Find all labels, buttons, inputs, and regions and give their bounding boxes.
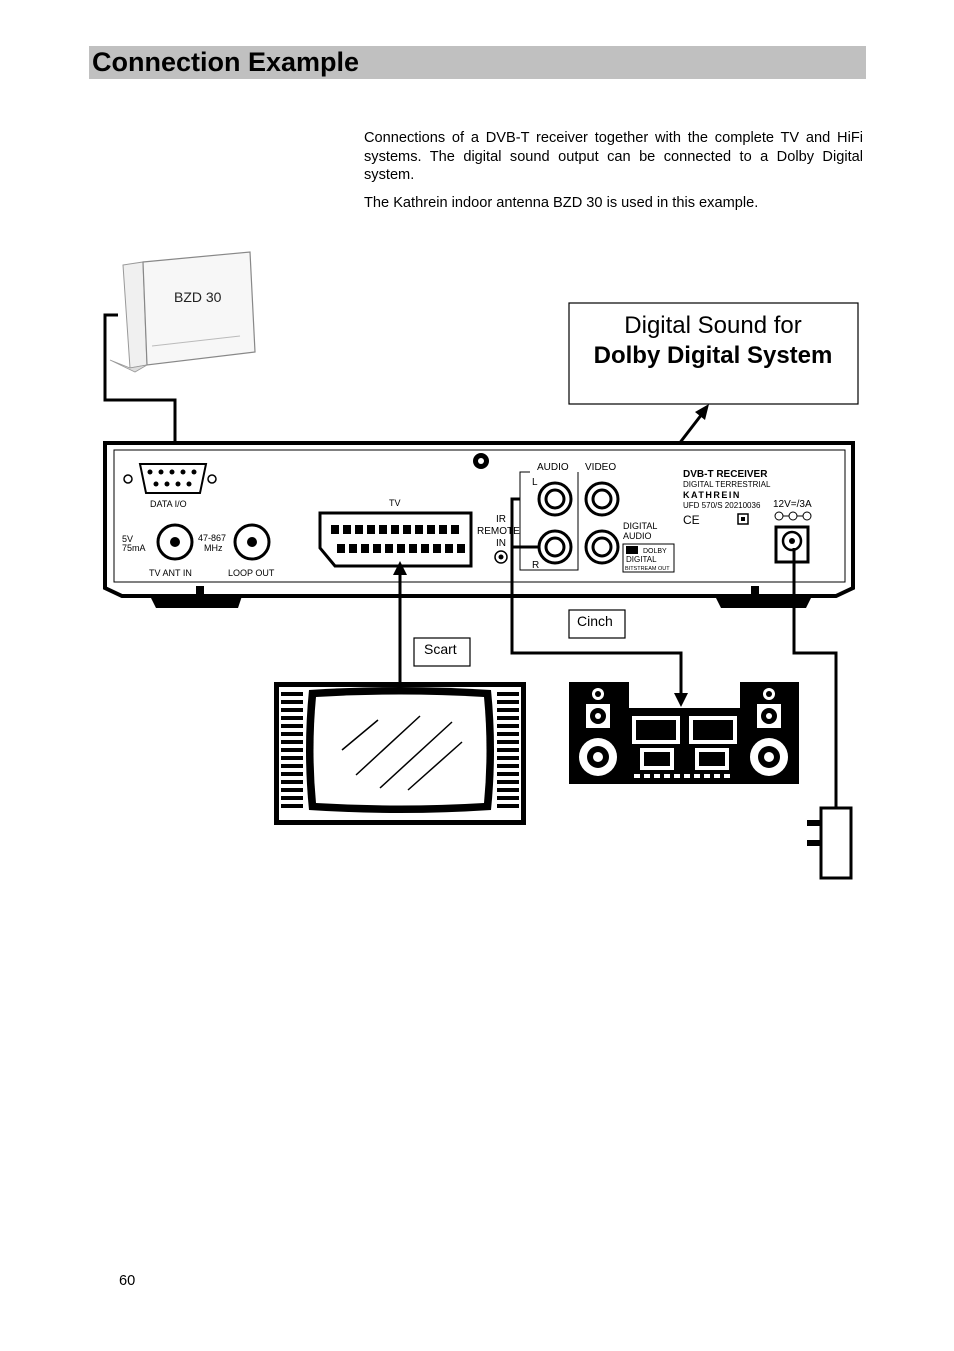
digital-audio-label-1: DIGITAL	[623, 521, 657, 531]
ir-label-2: REMOTE	[477, 526, 520, 537]
power-cable	[792, 548, 838, 808]
loop-out-label: LOOP OUT	[228, 568, 275, 578]
dolby-logo-3: BITSTREAM OUT	[625, 566, 670, 572]
audio-cinch-cable	[510, 497, 683, 697]
data-io-label: DATA I/O	[150, 499, 187, 509]
intro-paragraph-1: Connections of a DVB-T receiver together…	[364, 130, 863, 183]
dolby-system-box: Digital Sound for Dolby Digital System	[568, 302, 859, 405]
cinch-label: Cinch	[577, 613, 613, 629]
scart-label-box: Scart	[413, 637, 471, 667]
digital-audio-label-2: AUDIO	[623, 531, 652, 541]
dolby-logo-2: DIGITAL	[626, 555, 657, 564]
ir-label-3: IN	[496, 538, 506, 549]
audio-l-label: L	[532, 477, 538, 488]
scart-label: Scart	[424, 641, 457, 657]
dolby-box-line1: Digital Sound for	[624, 312, 801, 339]
ce-mark: CE	[683, 513, 700, 527]
brand-line-3: KATHREIN	[683, 490, 741, 500]
antenna-cable	[103, 313, 177, 505]
audio-label: AUDIO	[537, 462, 569, 473]
title-bar: Connection Example	[89, 46, 866, 79]
tv-set	[274, 682, 526, 825]
freq-1: 47-867	[198, 533, 226, 543]
hifi-system	[569, 682, 799, 784]
intro-text: Connections of a DVB-T receiver together…	[364, 129, 863, 221]
ir-label-1: IR	[496, 514, 506, 525]
video-label: VIDEO	[585, 462, 616, 473]
tv-scart-label: TV	[389, 498, 401, 508]
brand-line-2: DIGITAL TERRESTRIAL	[683, 480, 771, 489]
antenna-bzd30: BZD 30	[109, 251, 256, 373]
audio-r-label: R	[532, 560, 539, 571]
power-spec-1: 5V	[122, 534, 133, 544]
antenna-label: BZD 30	[174, 289, 222, 305]
receiver-back-panel: DATA I/O 5V 75mA TV ANT IN 47-867 MHz LO…	[103, 441, 855, 608]
dolby-box-line2: Dolby Digital System	[594, 342, 833, 369]
power-rating-label: 12V=/3A	[773, 499, 812, 510]
brand-line-1: DVB-T RECEIVER	[683, 469, 768, 480]
dolby-logo-1: DOLBY	[643, 548, 667, 555]
intro-paragraph-2: The Kathrein indoor antenna BZD 30 is us…	[364, 194, 759, 211]
model-label: UFD 570/S 20210036	[683, 501, 761, 510]
power-spec-2: 75mA	[122, 543, 146, 553]
page-number: 60	[119, 1273, 136, 1289]
page-title: Connection Example	[92, 47, 360, 77]
power-adapter	[807, 806, 853, 880]
freq-2: MHz	[204, 543, 223, 553]
cinch-label-box: Cinch	[568, 609, 626, 639]
tv-ant-in-label: TV ANT IN	[149, 568, 192, 578]
